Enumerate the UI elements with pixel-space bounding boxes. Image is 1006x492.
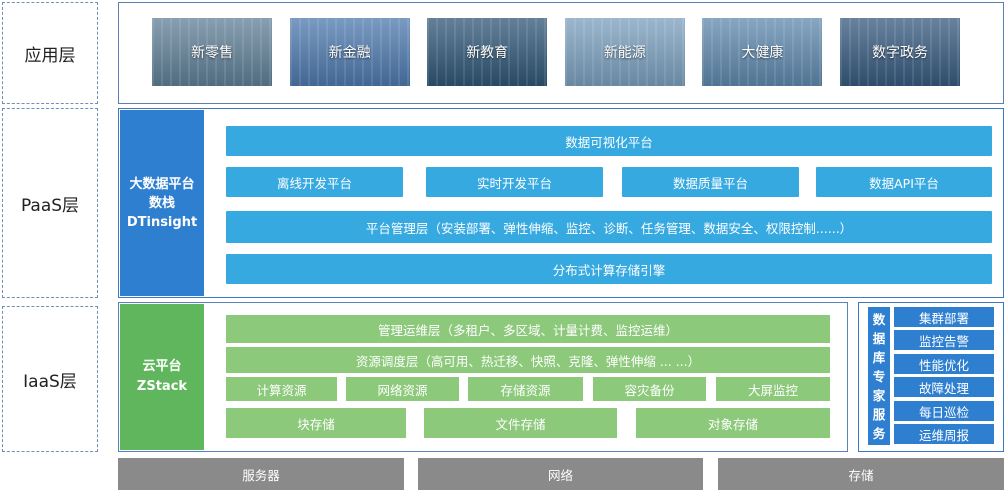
layer-label-iaas: IaaS层 — [2, 306, 98, 452]
app-tile-6: 数字政务 — [840, 18, 960, 86]
iaas-compute: 计算资源 — [226, 377, 337, 401]
hardware-server: 服务器 — [118, 458, 404, 490]
iaas-screen-monitor: 大屏监控 — [716, 377, 830, 401]
iaas-platform-title: 云平台 ZStack — [120, 304, 204, 450]
iaas-storage-resource: 存储资源 — [468, 377, 583, 401]
db-ops-weekly-report: 运维周报 — [894, 424, 994, 444]
db-service-title: 数 据 库 专 家 服 务 — [868, 307, 890, 445]
app-tile-label: 新金融 — [328, 45, 371, 61]
iaas-object-storage: 对象存储 — [636, 408, 830, 438]
iaas-file-storage: 文件存储 — [424, 408, 617, 438]
iaas-disaster-backup: 容灾备份 — [593, 377, 706, 401]
db-title-char-5: 家 — [872, 387, 886, 403]
app-tile-label: 大健康 — [741, 45, 784, 61]
db-title-char-3: 库 — [872, 349, 886, 365]
db-daily-inspection: 每日巡检 — [894, 401, 994, 421]
paas-title-line-1: 大数据平台 — [129, 176, 195, 192]
db-fault-handling: 故障处理 — [894, 377, 994, 397]
hardware-network: 网络 — [418, 458, 703, 490]
app-tile-4: 新能源 — [564, 18, 685, 86]
iaas-title-line-2: ZStack — [136, 379, 188, 394]
iaas-title-line-1: 云平台 — [142, 359, 182, 374]
iaas-block-storage: 块存储 — [226, 408, 406, 438]
app-tile-3: 新教育 — [427, 18, 548, 86]
db-cluster-deploy: 集群部署 — [894, 307, 994, 327]
paas-management-bar: 平台管理层（安装部署、弹性伸缩、监控、诊断、任务管理、数据安全、权限控制....… — [226, 211, 992, 243]
paas-visualization-bar: 数据可视化平台 — [226, 126, 992, 156]
db-title-char-1: 数 — [872, 311, 886, 327]
app-tile-label: 数字政务 — [872, 45, 928, 61]
iaas-network: 网络资源 — [346, 377, 459, 401]
app-tile-1: 新零售 — [152, 18, 272, 86]
iaas-scheduling-bar: 资源调度层（高可用、热迁移、快照、克隆、弹性伸缩 ... ...） — [226, 347, 830, 373]
app-tile-label: 新教育 — [466, 45, 509, 61]
hardware-storage: 存储 — [718, 458, 1004, 490]
paas-offline-dev: 离线开发平台 — [226, 167, 403, 197]
paas-platform-title: 大数据平台 数栈 DTinsight — [120, 110, 204, 296]
paas-title-line-2: 数栈 — [148, 195, 175, 211]
paas-data-api: 数据API平台 — [816, 167, 992, 197]
db-performance-tuning: 性能优化 — [894, 354, 994, 374]
paas-engine-bar: 分布式计算存储引擎 — [226, 254, 992, 284]
app-tile-5: 大健康 — [702, 18, 823, 86]
paas-data-quality: 数据质量平台 — [622, 167, 799, 197]
db-title-char-4: 专 — [872, 368, 886, 384]
db-title-char-2: 据 — [872, 330, 886, 346]
app-tile-2: 新金融 — [289, 18, 410, 86]
db-title-char-6: 服 — [872, 406, 886, 422]
app-tile-label: 新零售 — [191, 45, 233, 61]
paas-title-line-3: DTinsight — [126, 214, 198, 230]
iaas-ops-bar: 管理运维层（多租户、多区域、计量计费、监控运维） — [226, 315, 830, 343]
layer-label-paas: PaaS层 — [2, 108, 98, 298]
layer-label-app: 应用层 — [2, 2, 98, 104]
paas-realtime-dev: 实时开发平台 — [426, 167, 603, 197]
db-monitor-alert: 监控告警 — [894, 330, 994, 350]
app-tile-label: 新能源 — [603, 45, 646, 61]
db-title-char-7: 务 — [872, 425, 886, 441]
